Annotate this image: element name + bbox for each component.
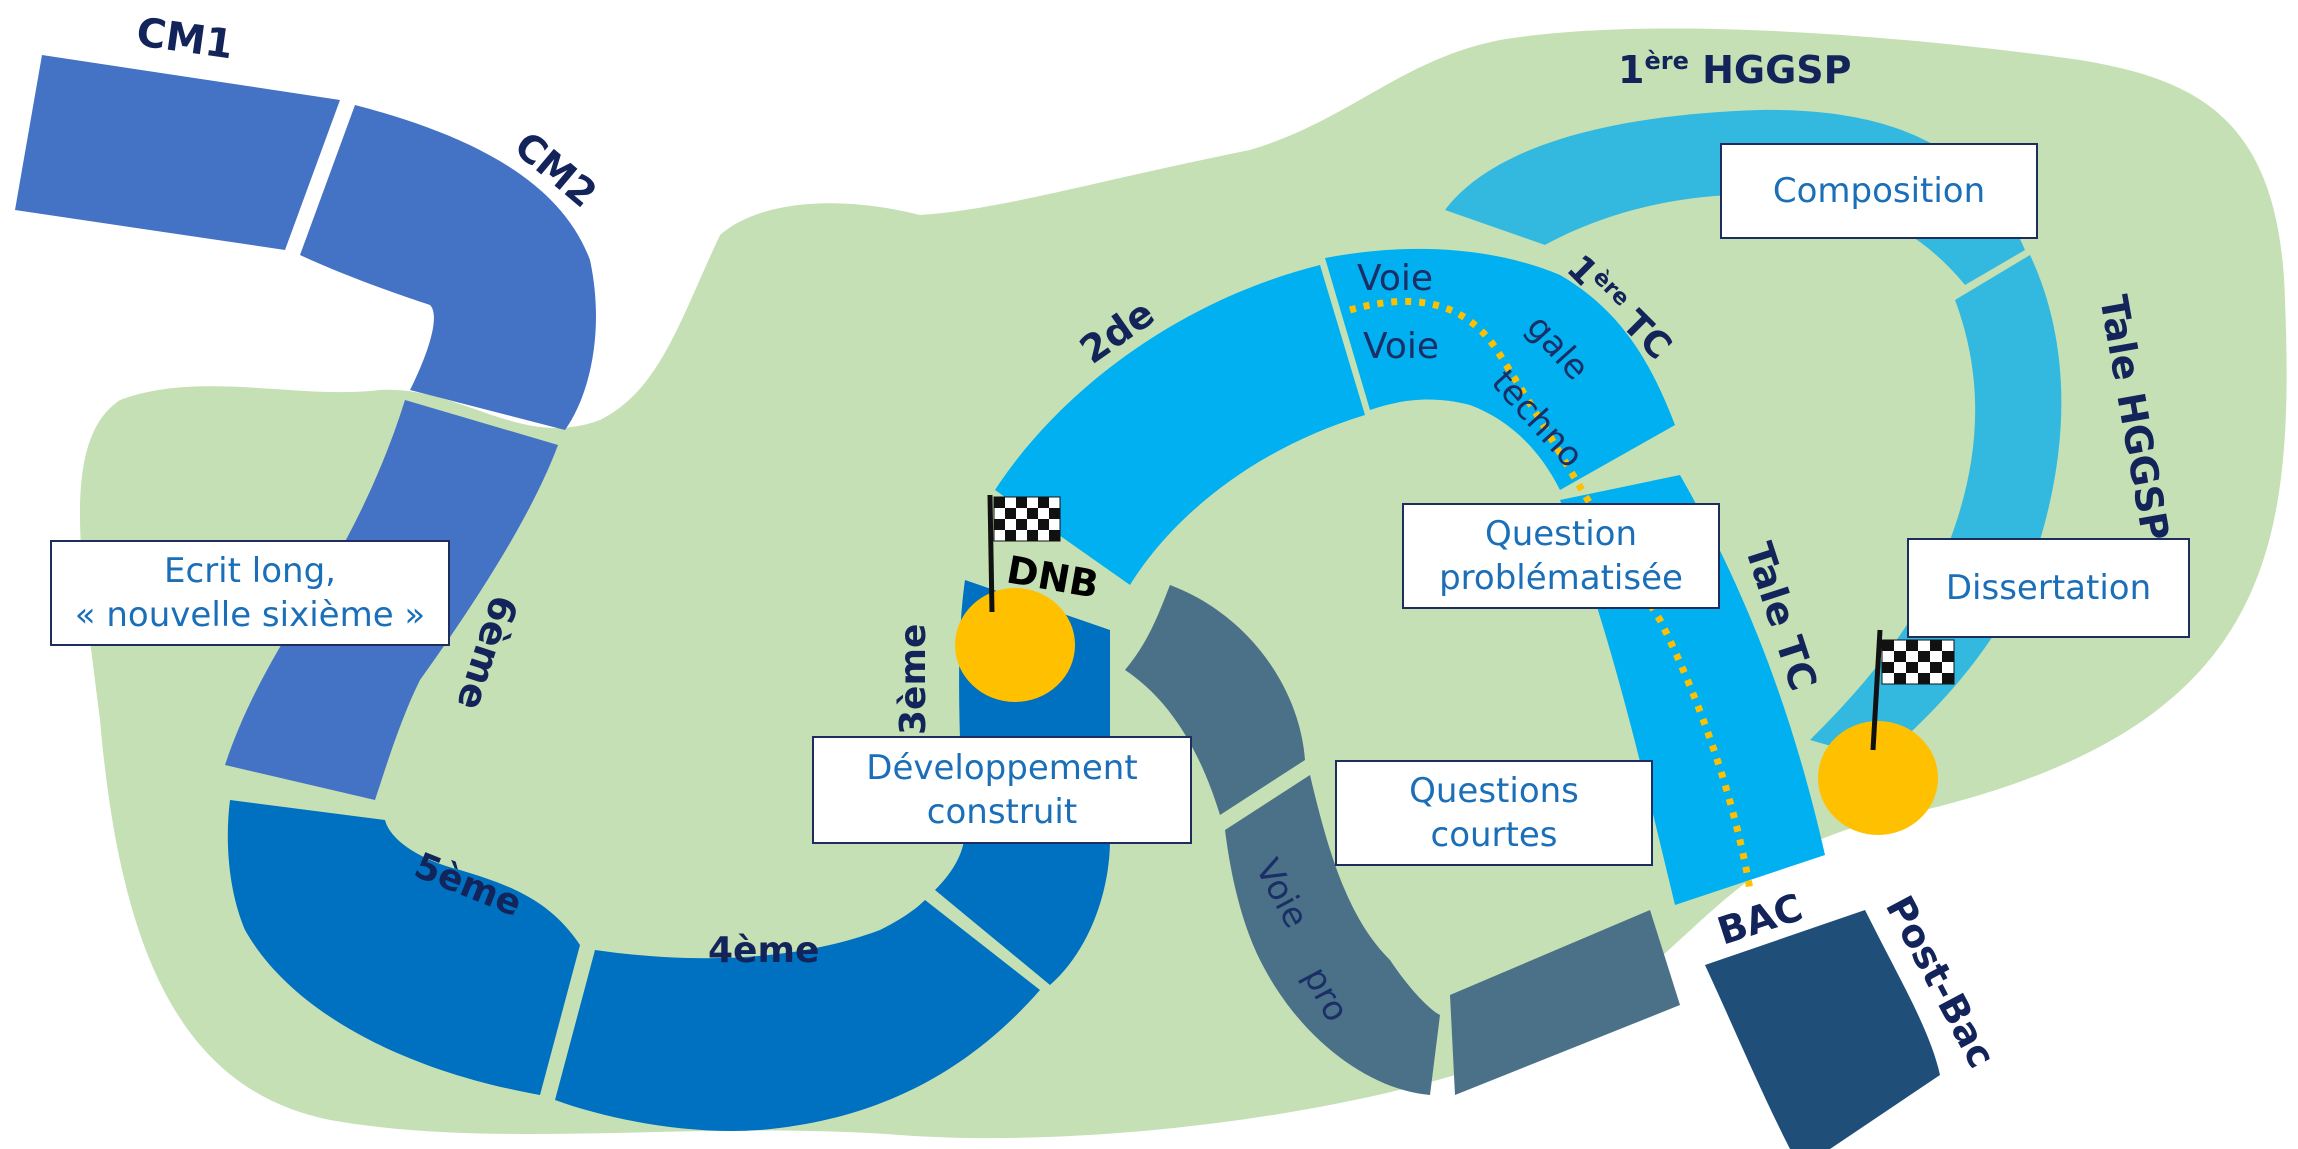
segment-voie — [1325, 248, 1675, 490]
label-voie-2: Voie — [1363, 326, 1439, 367]
segment-voie-pro-end — [1450, 910, 1680, 1095]
box-question-problematisee: Question problématisée — [1402, 503, 1720, 609]
segment-tale-hggsp — [1810, 255, 2062, 760]
box-questions-courtes-line2: courtes — [1430, 815, 1558, 855]
checkered-flag-icon — [1870, 629, 1955, 751]
segment-post-bac — [1705, 910, 1940, 1149]
bac-hggsp-disc — [1818, 721, 1938, 835]
box-dissertation: Dissertation — [1907, 538, 2190, 638]
segment-cm1 — [15, 55, 340, 250]
segment-5eme — [227, 800, 581, 1095]
segment-4eme — [555, 900, 1040, 1131]
label-1ere-hggsp-sup: ère — [1644, 47, 1688, 75]
label-voie-1: Voie — [1357, 258, 1433, 299]
dnb-disc — [955, 588, 1075, 702]
box-question-prob-line1: Question — [1484, 513, 1638, 554]
box-questions-courtes: Questions courtes — [1335, 760, 1653, 866]
box-ecrit-long: Ecrit long, « nouvelle sixième » — [50, 540, 450, 646]
segment-voie-pro-upper — [1125, 585, 1305, 815]
label-1ere-hggsp-name: HGGSP — [1689, 48, 1852, 92]
segment-2de — [995, 265, 1365, 585]
box-composition-label: Composition — [1772, 170, 1986, 211]
label-4eme: 4ème — [708, 930, 819, 971]
segment-3eme-lower — [935, 830, 1110, 985]
box-ecrit-long-line2: « nouvelle sixième » — [74, 595, 426, 635]
box-developpement-line1: Développement — [866, 747, 1138, 788]
label-1ere-hggsp-num: 1 — [1618, 48, 1644, 92]
box-question-prob-line2: problématisée — [1439, 558, 1683, 598]
segment-cm2 — [300, 105, 596, 430]
label-cm1: CM1 — [134, 9, 236, 68]
box-ecrit-long-line1: Ecrit long, — [164, 550, 336, 591]
box-questions-courtes-line1: Questions — [1409, 770, 1579, 811]
box-developpement-construit: Développement construit — [812, 736, 1192, 844]
box-composition: Composition — [1720, 143, 2038, 239]
label-3eme: 3ème — [893, 624, 934, 735]
box-developpement-line2: construit — [926, 792, 1078, 832]
label-1ere-hggsp: 1ère HGGSP — [1618, 47, 1851, 92]
segment-voie-pro-lower — [1225, 775, 1440, 1095]
checkered-flag-icon — [987, 494, 1061, 613]
box-dissertation-label: Dissertation — [1945, 567, 2152, 608]
